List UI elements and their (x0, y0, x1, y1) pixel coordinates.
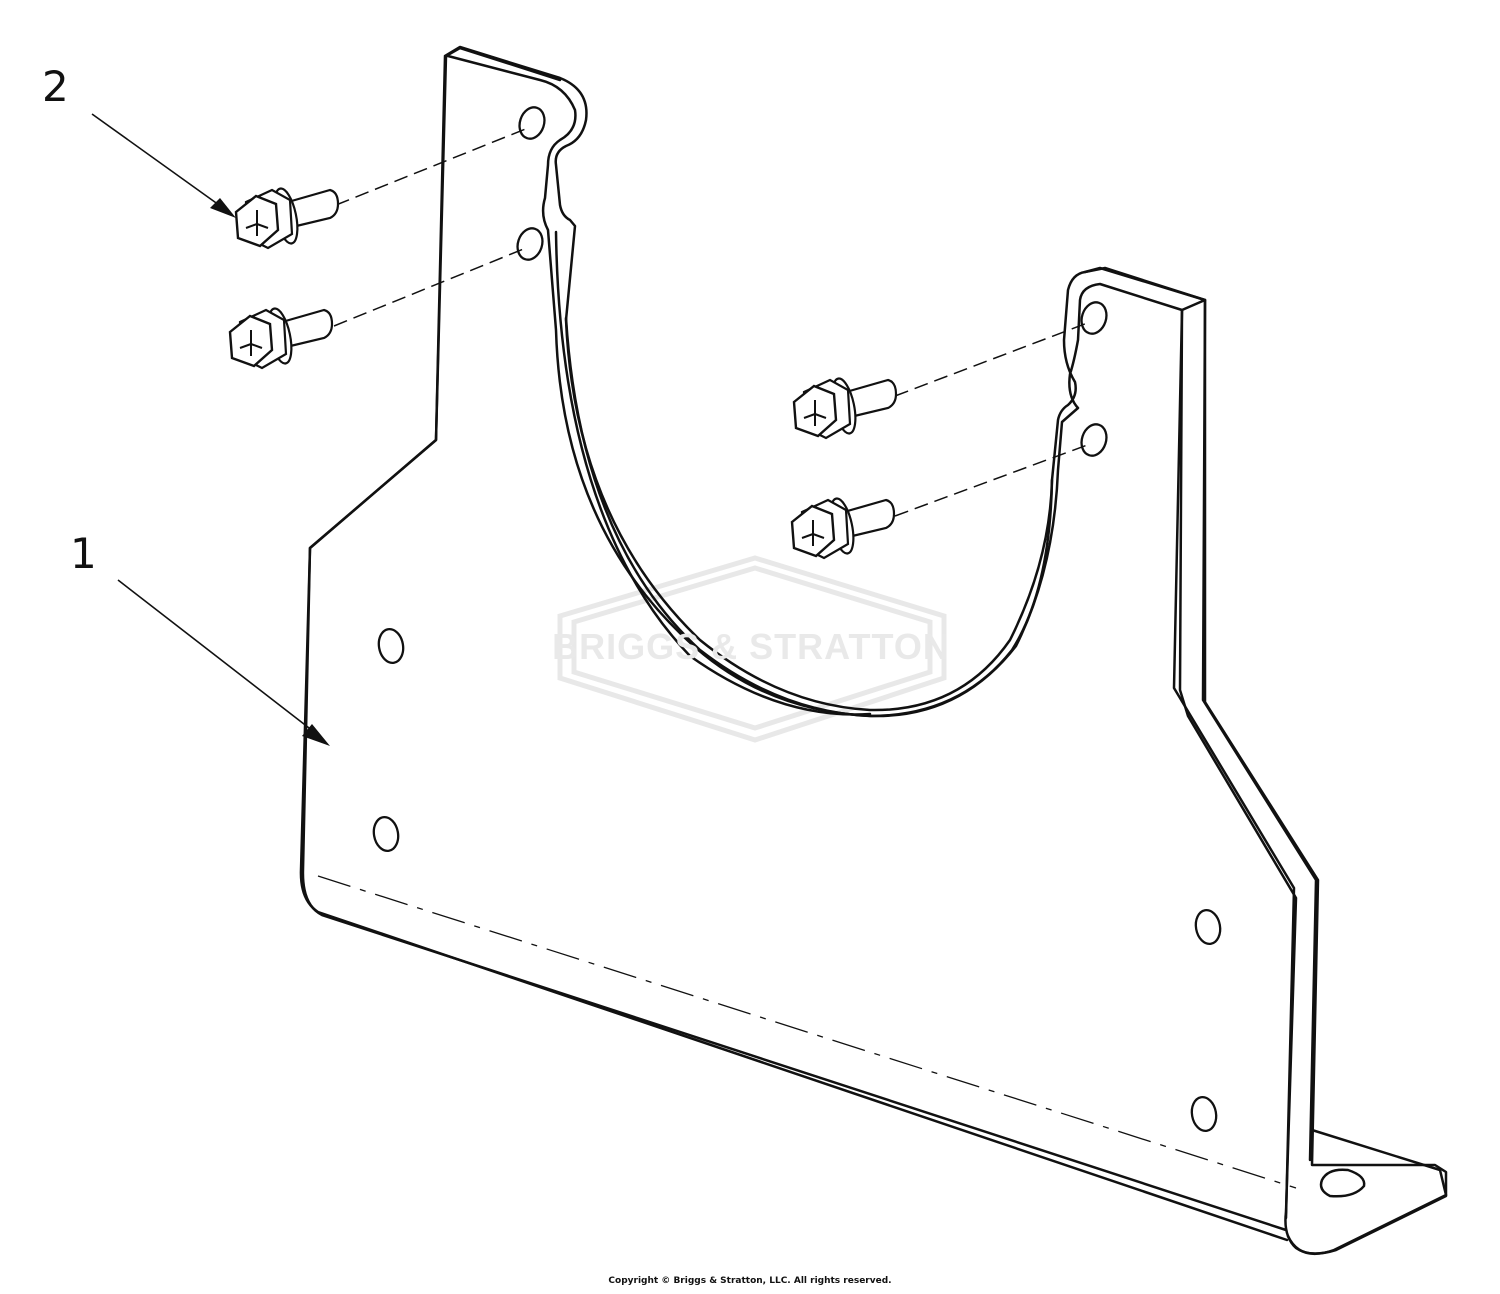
callout-part-2: 2 (42, 62, 69, 111)
bracket-foot-slot (1319, 1168, 1366, 1198)
watermark: BRIGGS & STRATTON (548, 556, 954, 740)
bracket-top-edge (444, 46, 562, 82)
watermark-logo-outline (557, 555, 947, 743)
bolt (792, 375, 898, 440)
assembly-line (333, 247, 527, 327)
bracket-holes (372, 106, 1222, 1133)
arrowhead-2 (210, 198, 236, 218)
leader-line-2 (91, 113, 227, 211)
bolt (234, 185, 340, 250)
bracket-hole (1080, 301, 1108, 335)
bracket-hole (518, 106, 546, 140)
bracket-cutout-back (554, 230, 872, 716)
bolt (790, 495, 896, 560)
bracket-hole (1190, 1095, 1218, 1133)
copyright-notice: Copyright © Briggs & Stratton, LLC. All … (608, 1276, 892, 1286)
leader-line-1 (117, 579, 323, 739)
assembly-line (335, 127, 529, 206)
bracket-right-inner (1172, 308, 1296, 1220)
bracket-right-flange (1201, 298, 1318, 1162)
mounting-bracket (299, 45, 1448, 1255)
bracket-hole (377, 627, 405, 665)
assembly-line (894, 321, 1091, 397)
bracket-hole (1194, 908, 1222, 946)
bracket-hole (372, 815, 400, 853)
assembly-lines (333, 127, 1091, 517)
watermark-text: BRIGGS & STRATTON (552, 626, 950, 667)
bracket-bend-line (317, 875, 1297, 1189)
bracket-hole (1080, 423, 1108, 457)
leader-arrowheads (210, 198, 330, 746)
callout-part-1: 1 (70, 529, 97, 578)
bracket-hole (516, 227, 544, 261)
leader-lines (91, 113, 323, 739)
bracket-right-top-edge (1083, 266, 1207, 312)
assembly-line (894, 443, 1091, 517)
arrowhead-1 (302, 724, 330, 746)
bolt (228, 305, 334, 370)
bracket-front-left-edge (299, 54, 1289, 1242)
bracket-cutout-front (564, 316, 1054, 718)
bracket-foot (1286, 1128, 1448, 1255)
